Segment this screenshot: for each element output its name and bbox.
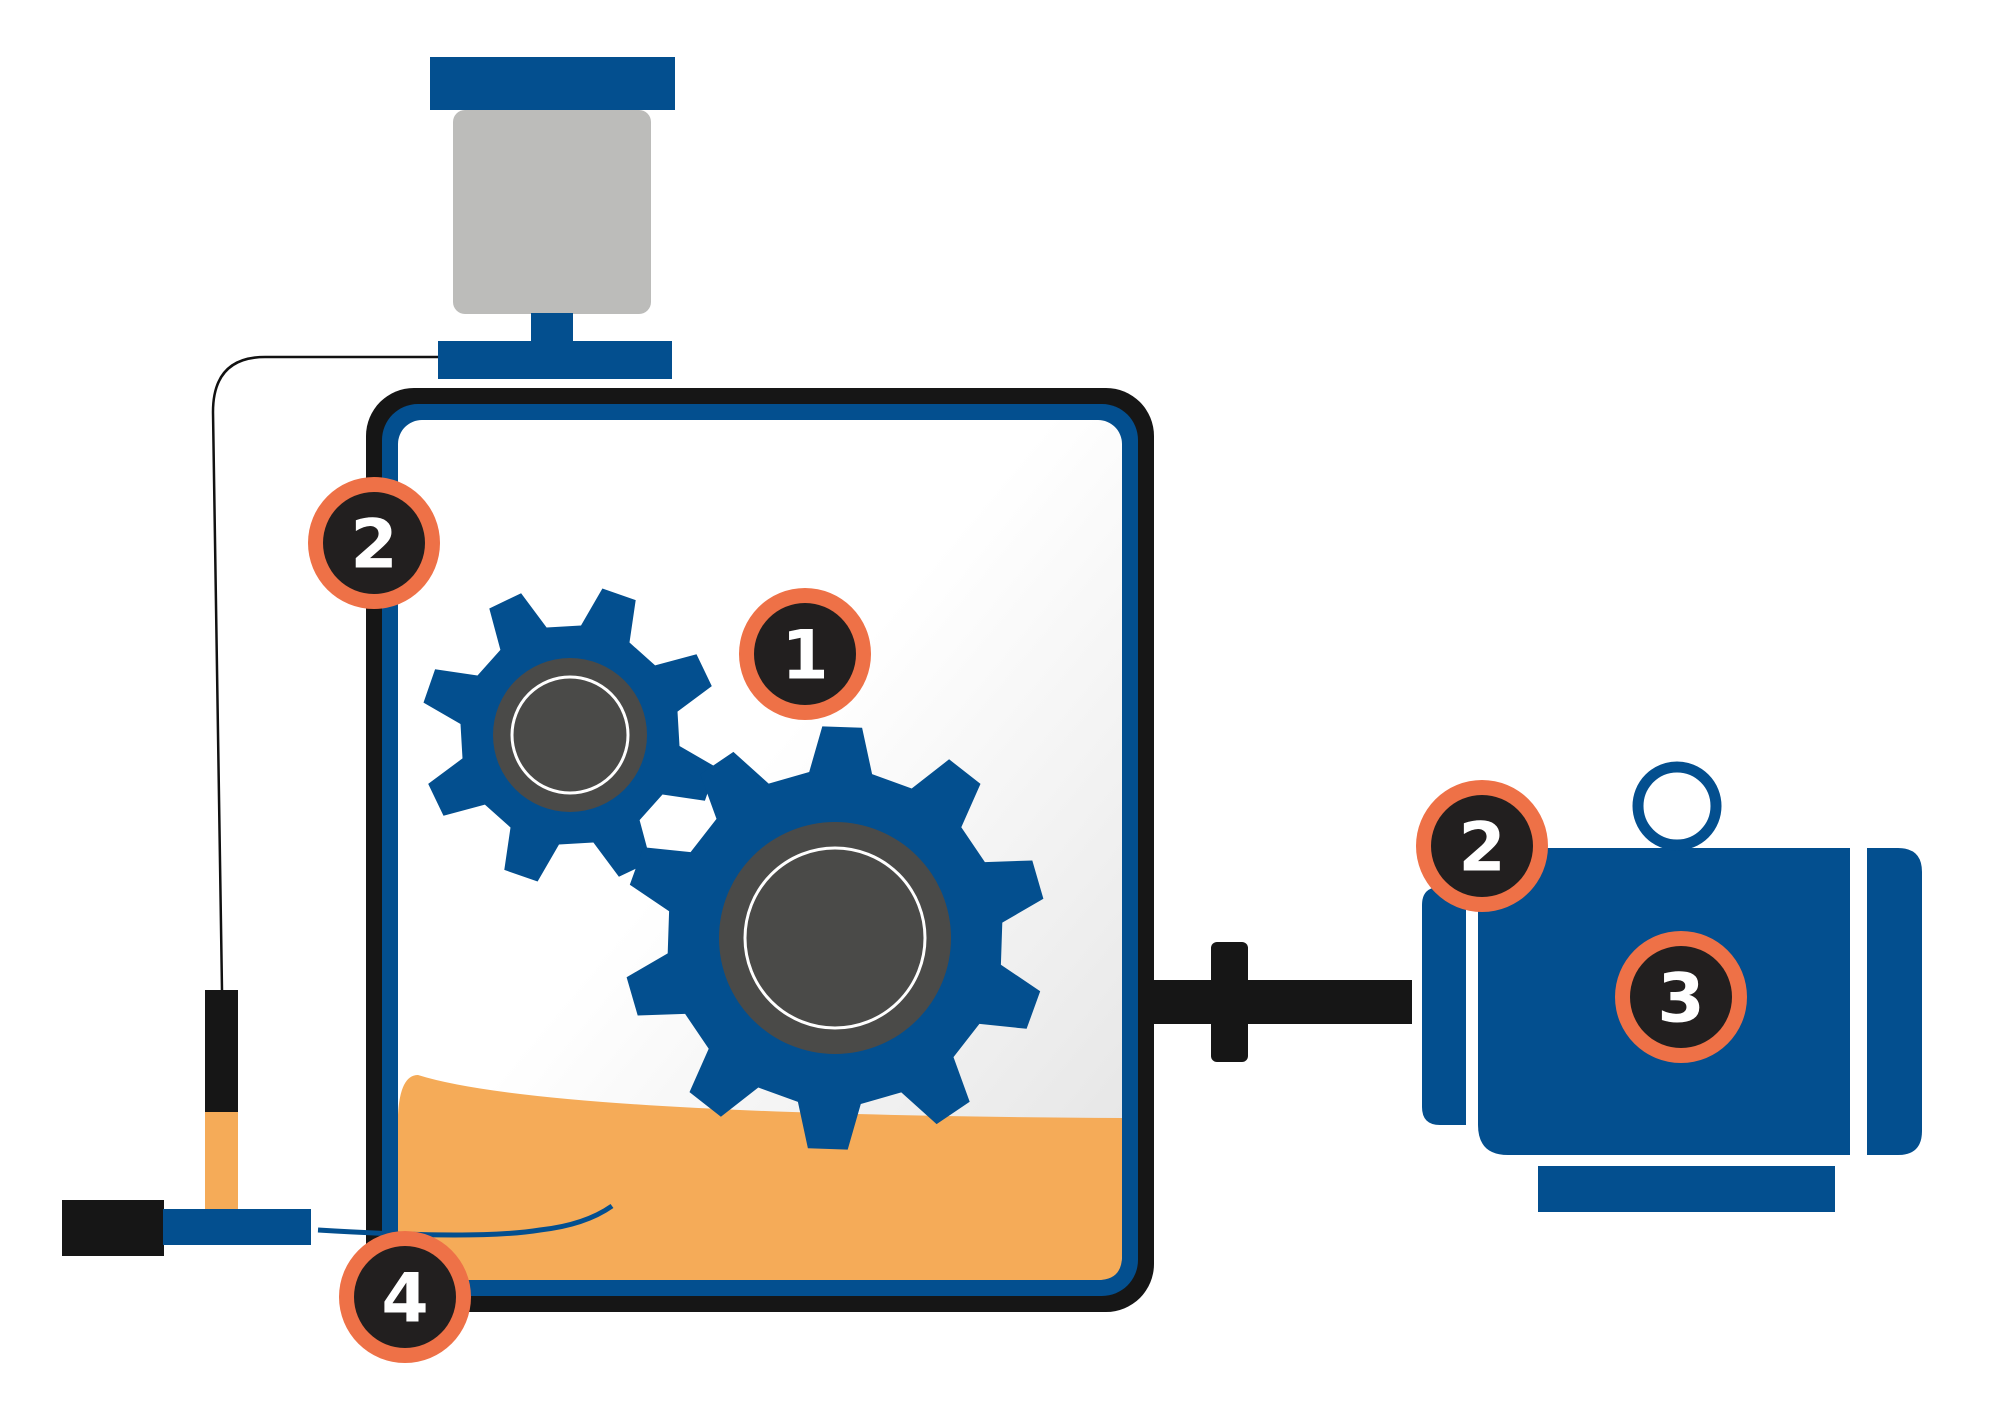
sampling-port-icon <box>62 990 614 1256</box>
lubricator-reservoir-icon <box>430 57 675 379</box>
reservoir-neck <box>531 313 573 343</box>
gear-shaft <box>510 675 630 795</box>
motor-badge: 3 <box>1615 931 1747 1063</box>
oil-sample-badge: 4 <box>339 1231 471 1363</box>
badge-number: 2 <box>350 506 397 585</box>
badge-number: 1 <box>781 617 828 696</box>
gear-badge: 1 <box>739 588 871 720</box>
badge-number: 4 <box>381 1260 428 1339</box>
oil-level-icon <box>398 1075 1122 1280</box>
lubrication-line <box>211 355 438 991</box>
motor-bearing-badge: 2 <box>1416 780 1548 912</box>
coupling-flange <box>1211 942 1248 1062</box>
gear-icon <box>626 726 1044 1150</box>
sensor-probe-body <box>205 990 238 1112</box>
gear-icon <box>423 588 717 882</box>
motor-end-cap <box>1422 887 1466 1125</box>
housing-badge: 2 <box>308 477 440 609</box>
motor-fan-cover <box>1867 848 1922 1155</box>
drive-shaft <box>1152 980 1412 1024</box>
shaft-coupling-icon <box>1152 942 1412 1062</box>
motor-lifting-eye <box>1632 761 1722 851</box>
badge-number: 2 <box>1458 809 1505 888</box>
reservoir-body <box>453 110 651 314</box>
motor-base <box>1538 1166 1835 1212</box>
reservoir-cap <box>430 57 675 110</box>
electric-motor-icon <box>1422 761 1922 1212</box>
gear-shaft <box>743 846 927 1030</box>
sampling-valve <box>62 1200 164 1256</box>
badge-number: 3 <box>1657 960 1704 1039</box>
sensor-probe-oil <box>205 1112 238 1211</box>
reservoir-base <box>438 341 672 379</box>
sampling-pipe <box>163 1209 311 1245</box>
